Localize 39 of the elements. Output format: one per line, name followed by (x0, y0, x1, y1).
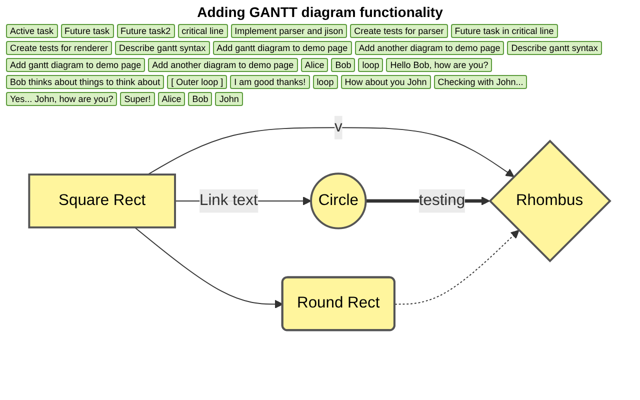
diagram-label: Add gantt diagram to demo page (6, 58, 146, 72)
node-diamond: Rhombus (489, 140, 612, 262)
diagram-label: Yes... John, how are you? (6, 92, 118, 106)
diagram-label: [ Outer loop ] (167, 75, 228, 89)
diagram-label: Alice (158, 92, 186, 106)
diagram-label: Bob (188, 92, 212, 106)
diagram-label: Future task2 (116, 24, 175, 38)
diagram-label: critical line (178, 24, 228, 38)
diagram-label: Implement parser and jison (230, 24, 348, 38)
diagram-label: Add another diagram to demo page (148, 58, 298, 72)
diagram-label: Hello Bob, how are you? (386, 58, 492, 72)
diagram-label: Super! (120, 92, 155, 106)
diagram-title: Adding GANTT diagram functionality (196, 3, 444, 22)
diagram-label: Future task (60, 24, 114, 38)
diagram-label: Future task in critical line (450, 24, 558, 38)
diagram-label: Add gantt diagram to demo page (212, 41, 352, 55)
arrow (148, 127, 515, 178)
diagram-label: How about you John (340, 75, 431, 89)
node-box: Square Rect (28, 174, 176, 228)
diagram-label: John (215, 92, 243, 106)
diagram-label: loop (312, 75, 338, 89)
node-circle: Circle (310, 172, 368, 230)
diagram-label: Describe gantt syntax (115, 41, 210, 55)
diagram-label: Describe gantt syntax (507, 41, 602, 55)
diagram-label: Create tests for parser (350, 24, 448, 38)
edge-label: Link text (200, 192, 258, 209)
diagram-label: I am good thanks! (230, 75, 310, 89)
diagram-label: Bob thinks about things to think about (6, 75, 164, 89)
edge-label: v (334, 118, 343, 136)
arrow (134, 226, 284, 308)
diagram-label: Active task (6, 24, 58, 38)
diagram-label: Checking with John... (434, 75, 528, 89)
diagram-label: loop (358, 58, 384, 72)
arrow (394, 230, 520, 305)
diagram-label: Alice (300, 58, 328, 72)
edge-label: testing (419, 192, 466, 209)
diagram-label: Add another diagram to demo page (354, 41, 504, 55)
diagram-label: Create tests for renderer (6, 41, 112, 55)
diagram-label: Bob (331, 58, 356, 72)
